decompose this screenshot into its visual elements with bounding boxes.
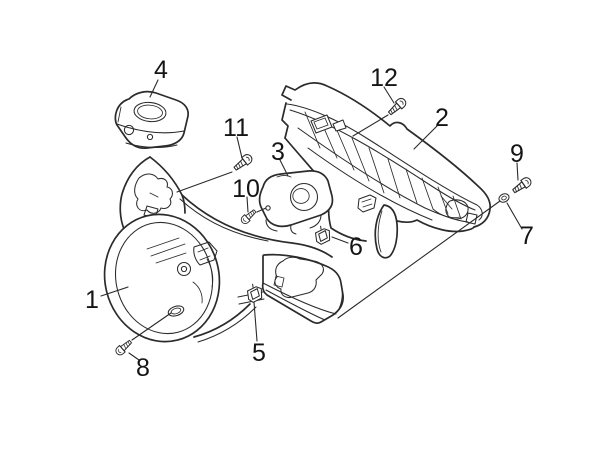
screw-8-axis-line bbox=[131, 312, 172, 341]
callout-5-label: 5 bbox=[252, 339, 266, 367]
callout-7-leader bbox=[506, 202, 523, 230]
callout-3-leader bbox=[279, 159, 289, 177]
callout-8-leader bbox=[128, 352, 140, 361]
rear-cover-top-edge bbox=[281, 82, 491, 228]
callout-3-label: 3 bbox=[271, 138, 285, 166]
headlamp-cavity-details bbox=[146, 237, 218, 317]
switch-cover-hole bbox=[133, 101, 167, 123]
rear-cover-window-small bbox=[332, 119, 347, 132]
callout-6-label: 6 bbox=[349, 233, 363, 261]
callout-8-label: 8 bbox=[136, 354, 150, 382]
front-handlebar-cover bbox=[103, 156, 333, 343]
front-cover-top-edge bbox=[181, 194, 333, 258]
rear-cover-inner-sweep2 bbox=[307, 147, 433, 221]
front-cover-wing-opening bbox=[134, 173, 173, 214]
washer-7 bbox=[498, 193, 510, 203]
rear-cover-flap bbox=[374, 204, 399, 259]
callout-7-label: 7 bbox=[520, 222, 534, 250]
callout-12-leader bbox=[383, 86, 395, 104]
instrument-cover bbox=[258, 170, 334, 235]
callout-4-label: 4 bbox=[154, 56, 168, 84]
handlebar-center-cover bbox=[261, 253, 344, 324]
rear-cover-end-details bbox=[432, 195, 478, 225]
screw-12-axis-line bbox=[352, 114, 389, 137]
construction-lines bbox=[131, 114, 501, 341]
callout-11-leader bbox=[236, 136, 243, 159]
rear-cover-underside-right bbox=[396, 219, 475, 233]
callout-6-leader bbox=[331, 236, 349, 244]
callout-4-leader bbox=[149, 79, 159, 98]
callout-2-label: 2 bbox=[435, 104, 449, 132]
screw-9 bbox=[510, 175, 534, 196]
rear-cover-left-edge bbox=[281, 102, 289, 139]
switch-cover-outline bbox=[114, 90, 189, 149]
screw-11 bbox=[231, 152, 255, 173]
front-cover-bottom-edge bbox=[193, 303, 251, 338]
callout-1-leader bbox=[100, 286, 129, 297]
instrument-cover-outline bbox=[258, 170, 334, 228]
callout-9-label: 9 bbox=[510, 140, 524, 168]
callout-11-label: 11 bbox=[223, 114, 249, 142]
callout-10-label: 10 bbox=[232, 175, 260, 203]
switch-cover bbox=[114, 90, 189, 149]
washer-7-axis-line bbox=[337, 200, 501, 319]
front-cover-wing-left-edge bbox=[119, 156, 151, 230]
screw-11-axis-line bbox=[176, 171, 233, 193]
callout-2-leader bbox=[413, 125, 438, 150]
callout-12-label: 12 bbox=[370, 64, 398, 92]
mounted-clip bbox=[357, 194, 377, 213]
instrument-recess bbox=[289, 182, 319, 212]
screw-10-axis-line bbox=[256, 207, 267, 213]
clip-6 bbox=[314, 224, 332, 246]
callout-5-leader bbox=[253, 301, 258, 342]
center-cover-opening bbox=[274, 256, 324, 299]
callout-1-label: 1 bbox=[85, 286, 99, 314]
callout-10-leader bbox=[246, 196, 249, 213]
headlamp-ring-outer bbox=[103, 213, 221, 343]
screw-12 bbox=[386, 95, 409, 118]
screw-10 bbox=[239, 207, 259, 226]
rear-cover-window bbox=[310, 114, 333, 134]
callout-9-leader bbox=[516, 162, 519, 181]
